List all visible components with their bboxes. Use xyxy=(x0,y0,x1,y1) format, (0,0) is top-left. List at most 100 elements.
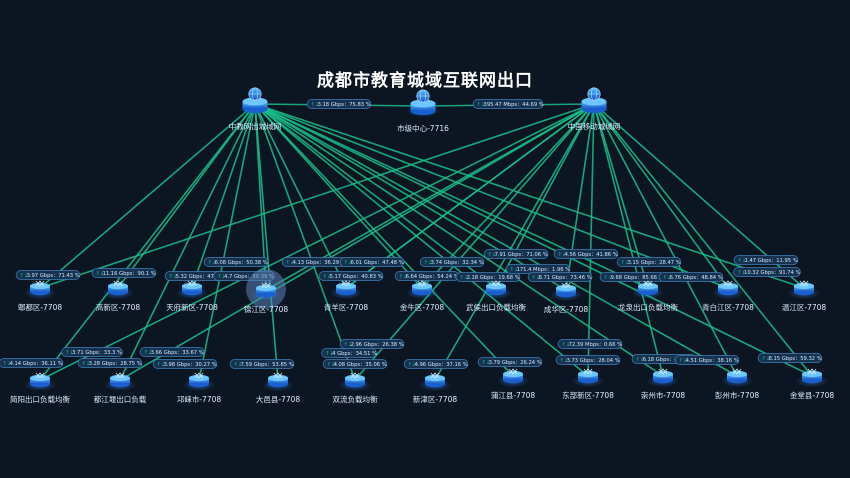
link-label-hub_left-dayi: ↑↓7.59 Gbps：53.85 % xyxy=(229,359,295,369)
router-icon xyxy=(268,372,288,388)
traffic-arrows-icon: ↑↓ xyxy=(20,273,29,279)
link-label-bg xyxy=(322,359,388,369)
link-label-text: 4.7 Gbps：50.39 % xyxy=(224,274,274,280)
router-icon xyxy=(412,280,432,296)
link-label-text: 3.74 Gbps：32.34 % xyxy=(431,260,484,266)
node-xinjin[interactable]: 新津区-7708 xyxy=(413,372,458,404)
node-dujiangyan[interactable]: 都江堰出口负载 xyxy=(94,372,147,404)
router-icon xyxy=(556,282,576,298)
link-label-hub_right-pidu: ↑↓10.32 Gbps：91.74 % xyxy=(733,267,801,277)
node-label: 高新区-7708 xyxy=(96,302,141,312)
link-label-bg xyxy=(733,255,799,265)
traffic-arrows-icon: ↑↓ xyxy=(477,102,486,108)
node-qingyang[interactable]: 青羊区-7708 xyxy=(324,280,369,312)
node-shuangliu[interactable]: 双流负载均衡 xyxy=(333,372,378,404)
router-icon xyxy=(794,280,814,296)
node-pengzhou[interactable]: 彭州市-7708 xyxy=(715,368,760,400)
link-label-bg xyxy=(321,348,377,358)
link-label-text: 6.76 Gbps：48.84 % xyxy=(670,275,723,281)
link-label-text: 2.96 Gbps：26.38 % xyxy=(351,342,404,348)
node-label: 锦江区-7708 xyxy=(244,304,289,314)
traffic-arrows-icon: ↑↓ xyxy=(344,260,353,266)
node-dongbu[interactable]: 东部新区-7708 xyxy=(562,368,614,400)
traffic-arrows-icon: ↑↓ xyxy=(169,274,178,280)
link-hub_right-dujiangyan xyxy=(119,103,595,381)
links-layer xyxy=(39,103,813,381)
node-chongzhou[interactable]: 崇州市-7708 xyxy=(641,368,686,400)
node-qingbaijiang[interactable]: 青白江区-7708 xyxy=(702,280,754,312)
traffic-arrows-icon: ↑↓ xyxy=(217,274,226,280)
link-label-bg xyxy=(318,271,384,281)
link-label-bg xyxy=(553,249,619,259)
traffic-arrows-icon: ↑↓ xyxy=(510,267,519,273)
router-icon xyxy=(578,368,598,384)
link-label-text: 3.98 Gbps：30.27 % xyxy=(164,362,217,368)
page-title: 成都市教育城域互联网出口 xyxy=(317,71,533,91)
node-label: 大邑县-7708 xyxy=(256,394,301,404)
traffic-arrows-icon: ↑↓ xyxy=(636,357,645,363)
node-wuhou[interactable]: 武侯出口负载均衡 xyxy=(466,280,526,312)
link-label-text: 7.59 Gbps：53.85 % xyxy=(241,362,294,368)
router-icon xyxy=(503,368,523,384)
link-label-bg xyxy=(455,272,521,282)
traffic-arrows-icon: ↑↓ xyxy=(399,274,408,280)
node-qionglai[interactable]: 邛崃市-7708 xyxy=(177,372,222,404)
node-dayi[interactable]: 大邑县-7708 xyxy=(256,372,301,404)
link-label-hub_left-pujiang: ↑↓3.79 Gbps：26.24 % xyxy=(477,357,543,367)
link-label-hub_right-wenjiang: ↑↓6.76 Gbps：48.84 % xyxy=(658,272,724,282)
node-center[interactable]: 市级中心-7716 xyxy=(397,89,449,133)
link-label-bg xyxy=(616,257,682,267)
link-label-hub_left-qionglai: ↑↓3.98 Gbps：30.27 % xyxy=(152,359,218,369)
node-pujiang[interactable]: 蒲江县-7708 xyxy=(491,368,536,400)
node-jianyang[interactable]: 简阳出口负载均衡 xyxy=(10,372,70,404)
node-chenghua[interactable]: 成华区-7708 xyxy=(544,282,589,314)
link-label-hub_right-qingbaijiang: ↑↓9.68 Gbps：85.66 % xyxy=(599,272,665,282)
traffic-arrows-icon: ↑↓ xyxy=(621,260,630,266)
node-label: 青羊区-7708 xyxy=(324,302,369,312)
node-hub_right[interactable]: 中国移动城域网 xyxy=(568,87,621,131)
traffic-arrows-icon: ↑↓ xyxy=(663,275,672,281)
link-label-hub_left-jinniu: ↑↓6.01 Gbps：47.48 % xyxy=(339,257,405,267)
router-icon xyxy=(727,368,747,384)
link-label-hub_left-qingyang: ↑↓4.13 Gbps：36.29 % xyxy=(281,257,347,267)
node-jinniu[interactable]: 金牛区-7708 xyxy=(400,280,445,312)
link-label-text: 3.15 Gbps：28.47 % xyxy=(628,260,681,266)
traffic-arrows-icon: ↑↓ xyxy=(679,358,688,364)
traffic-arrows-icon: ↑↓ xyxy=(562,342,571,348)
router-icon xyxy=(653,368,673,384)
link-hub_left-jianyang xyxy=(39,103,256,381)
link-label-hub_right-wuhou: ↑↓2.18 Gbps：19.68 % xyxy=(455,272,521,282)
link-label-hub_left-center: ↑↓3.18 Gbps：75.83 % xyxy=(306,99,372,109)
router-icon xyxy=(425,372,445,388)
link-label-bg xyxy=(139,347,205,357)
node-label: 崇州市-7708 xyxy=(641,390,686,400)
node-jintang[interactable]: 金堂县-7708 xyxy=(790,368,835,400)
link-label-bg xyxy=(555,355,621,365)
router-icon xyxy=(256,282,276,298)
link-hub_right-chongzhou xyxy=(593,103,664,377)
node-jinjiang[interactable]: 锦江区-7708 xyxy=(244,269,289,314)
traffic-arrows-icon: ↑↓ xyxy=(762,356,771,362)
node-tianfu[interactable]: 天府新区-7708 xyxy=(166,280,218,312)
node-label: 青白江区-7708 xyxy=(702,302,754,312)
link-label-bg xyxy=(339,257,405,267)
link-labels-layer: ↑↓3.18 Gbps：75.83 %↑↓395.47 Mbps：44.69 %… xyxy=(0,99,823,369)
router-icon xyxy=(108,280,128,296)
link-label-bg xyxy=(757,353,823,363)
router-icon xyxy=(30,372,50,388)
node-hub_left[interactable]: 中教网出城域网 xyxy=(229,87,282,131)
traffic-arrows-icon: ↑↓ xyxy=(344,342,353,348)
link-hub_left-tianfu xyxy=(191,103,256,289)
link-hub_left-dujiangyan xyxy=(119,103,256,381)
node-pidu[interactable]: 郫都区-7708 xyxy=(18,280,63,312)
router-icon xyxy=(345,372,365,388)
node-wenjiang[interactable]: 温江区-7708 xyxy=(782,280,827,312)
link-hub_left-qionglai xyxy=(198,103,256,381)
link-hub_left-pujiang xyxy=(254,103,514,377)
router-icon xyxy=(802,368,822,384)
node-gaoxin[interactable]: 高新区-7708 xyxy=(96,280,141,312)
link-label-text: 4.13 Gbps：36.29 % xyxy=(293,260,346,266)
node-label: 简阳出口负载均衡 xyxy=(10,394,70,404)
node-longquan[interactable]: 龙泉出口负载均衡 xyxy=(618,280,678,312)
